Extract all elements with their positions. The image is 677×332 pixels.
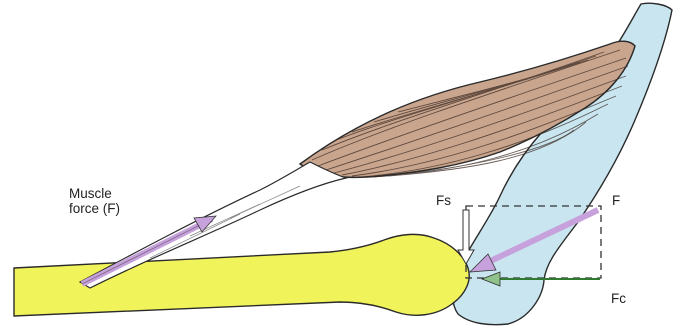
- muscle-force-label-line2: force (F): [69, 201, 120, 216]
- lower-bone: [14, 234, 469, 316]
- fs-label: Fs: [436, 193, 451, 208]
- f-label: F: [612, 193, 620, 208]
- fc-label: Fc: [611, 291, 626, 306]
- muscle-force-label-line1: Muscle: [69, 186, 120, 201]
- muscle-force-label: Muscle force (F): [69, 186, 120, 216]
